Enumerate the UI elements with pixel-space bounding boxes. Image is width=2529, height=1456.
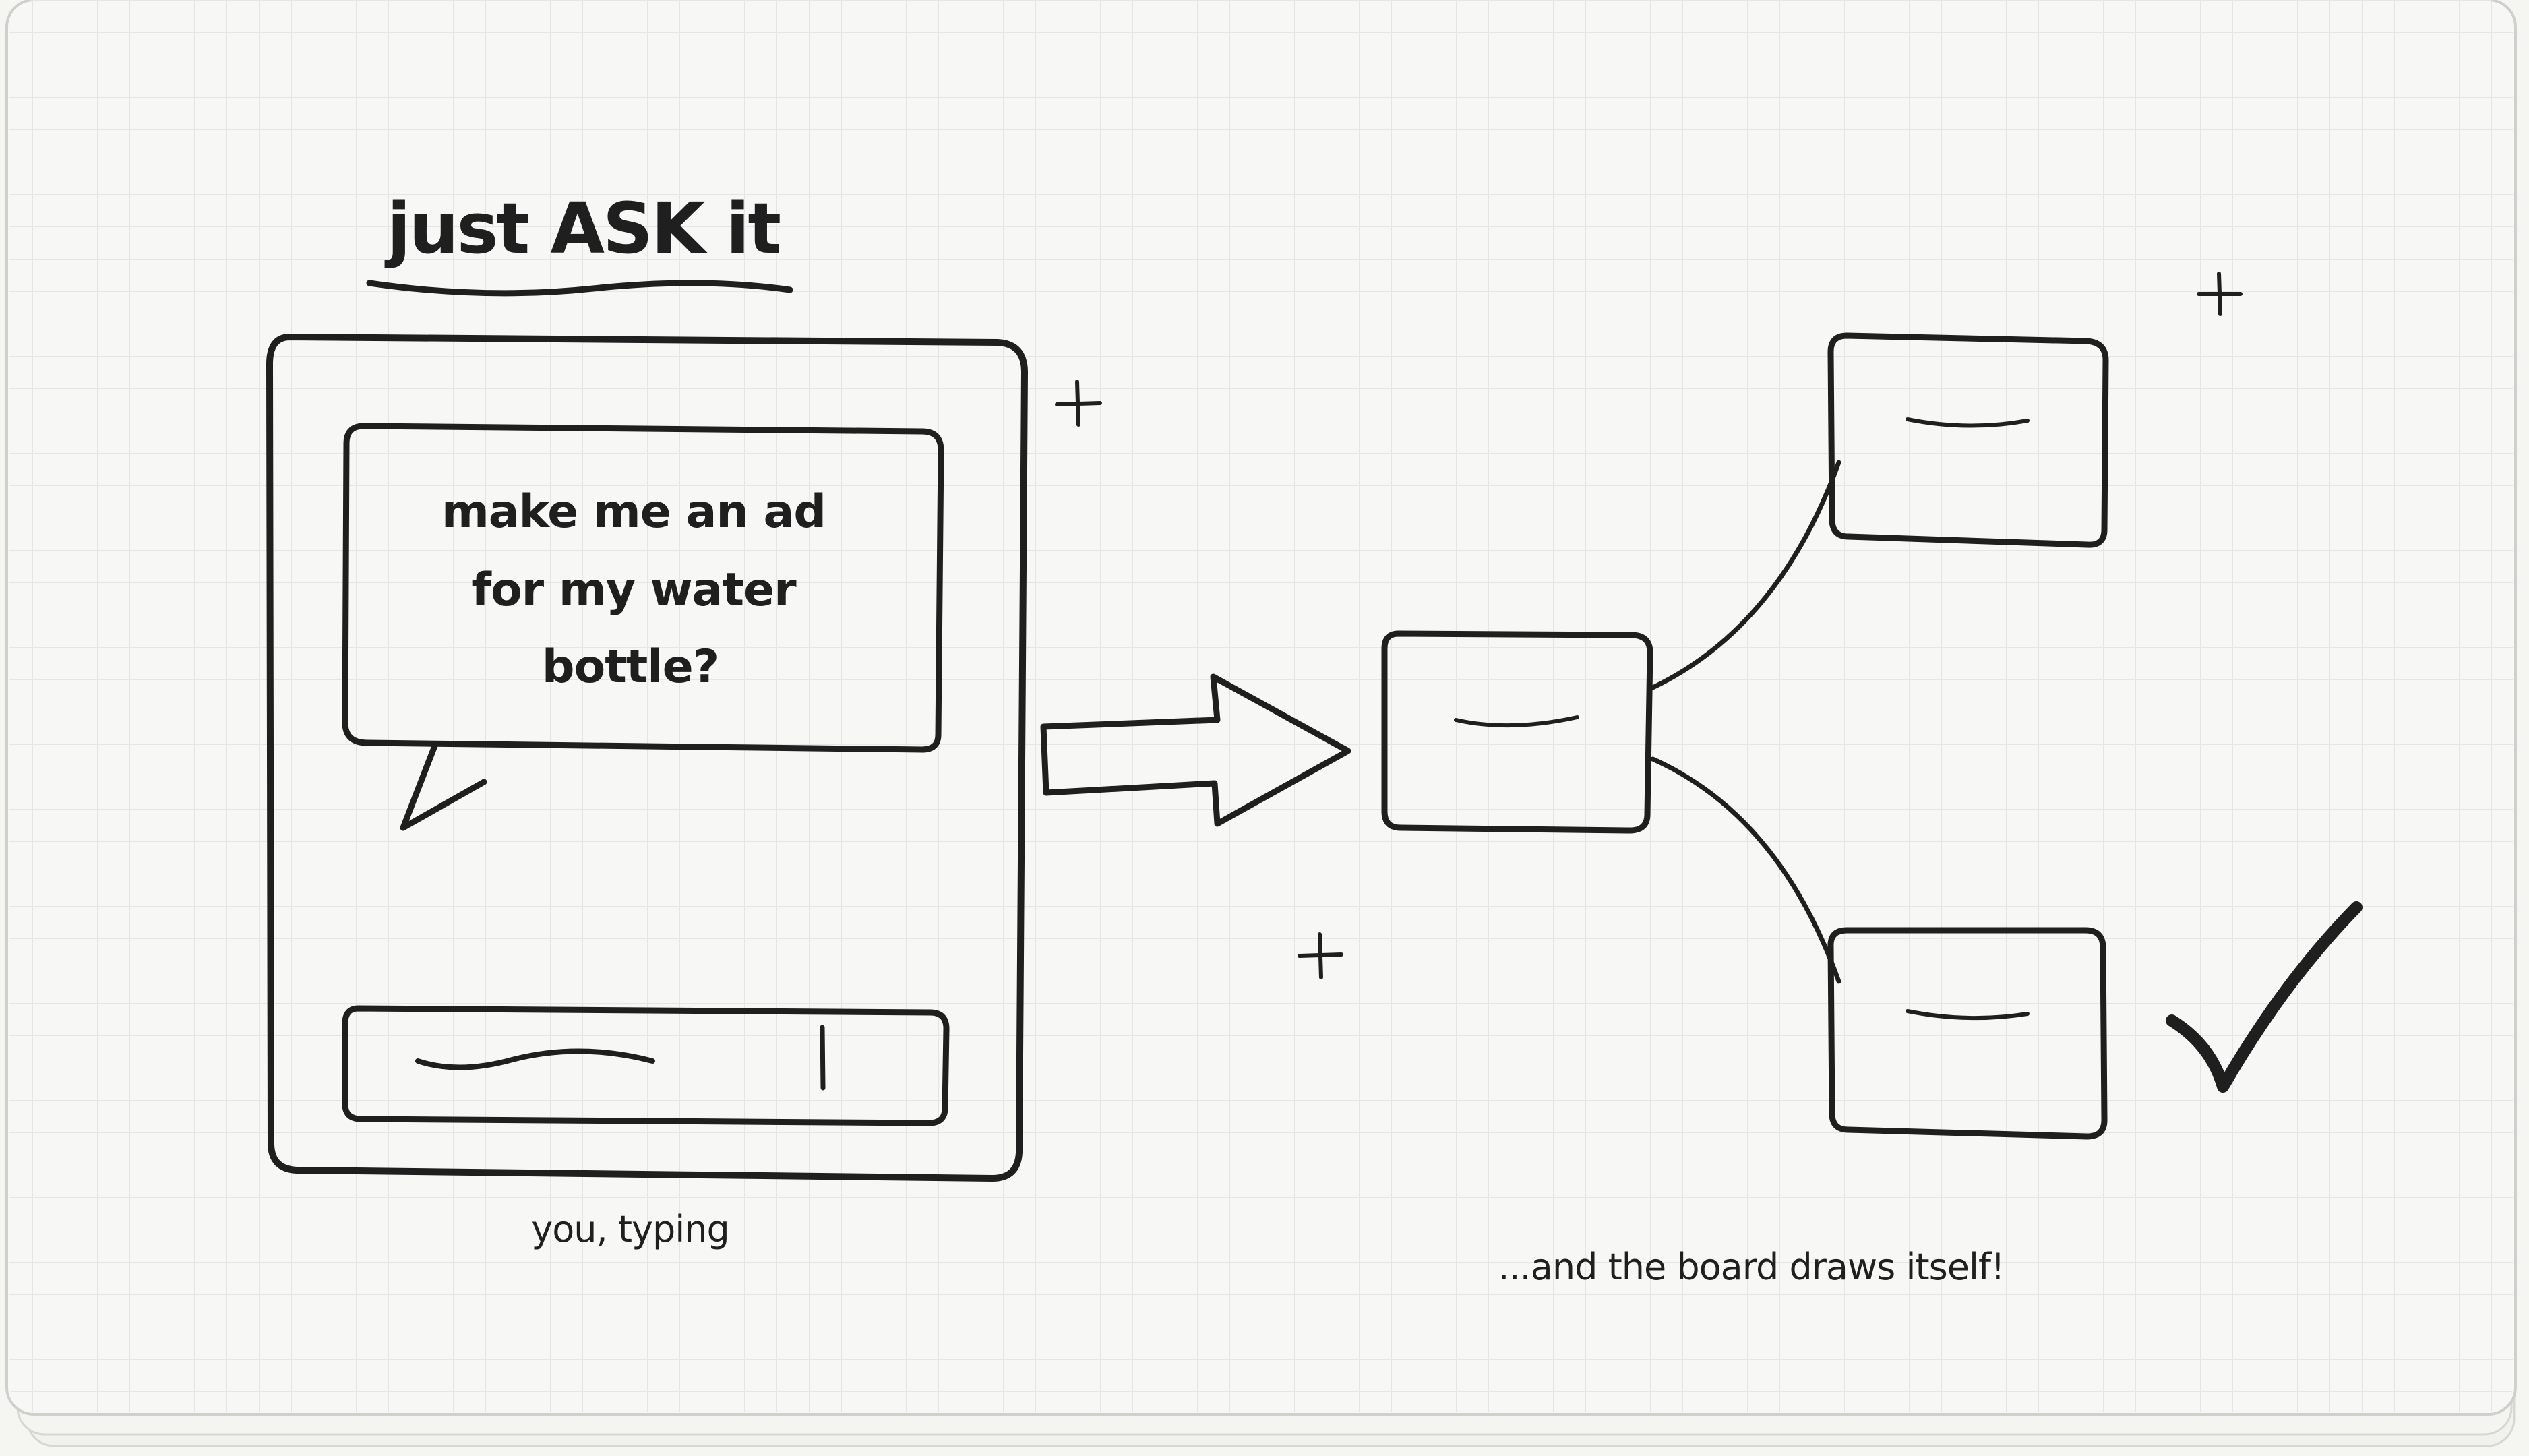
board-caption: ...and the board draws itself!: [1498, 1246, 2004, 1288]
chat-message-bubble: make me an ad for my water bottle?: [342, 423, 944, 831]
right-arrow-icon: [1040, 673, 1351, 827]
chat-input-bar[interactable]: [342, 1005, 950, 1126]
flow-node-source: [1381, 630, 1653, 834]
checkmark-icon: [2166, 901, 2363, 1093]
flow-diagram: [1381, 332, 2109, 1140]
chat-caption: you, typing: [531, 1208, 729, 1250]
flow-node-top: [1827, 332, 2109, 548]
plus-sparkle-icon: [1055, 272, 2243, 979]
text-cursor: [820, 1025, 826, 1091]
chat-message-line-1: make me an ad: [441, 485, 826, 539]
title-group: just ASK it: [366, 187, 793, 297]
chat-message-line-3: bottle?: [542, 640, 719, 694]
page-title: just ASK it: [384, 187, 780, 270]
title-underline: [366, 280, 793, 297]
chat-window: make me an ad for my water bottle? you, …: [266, 334, 1028, 1250]
typed-text-scribble: [415, 1048, 655, 1070]
flow-node-bottom: [1827, 927, 2108, 1140]
paper-stack: [5, 0, 2517, 1447]
chat-message-line-2: for my water: [471, 564, 797, 617]
connector-top: [1650, 460, 1841, 690]
connector-bottom: [1650, 756, 1841, 984]
